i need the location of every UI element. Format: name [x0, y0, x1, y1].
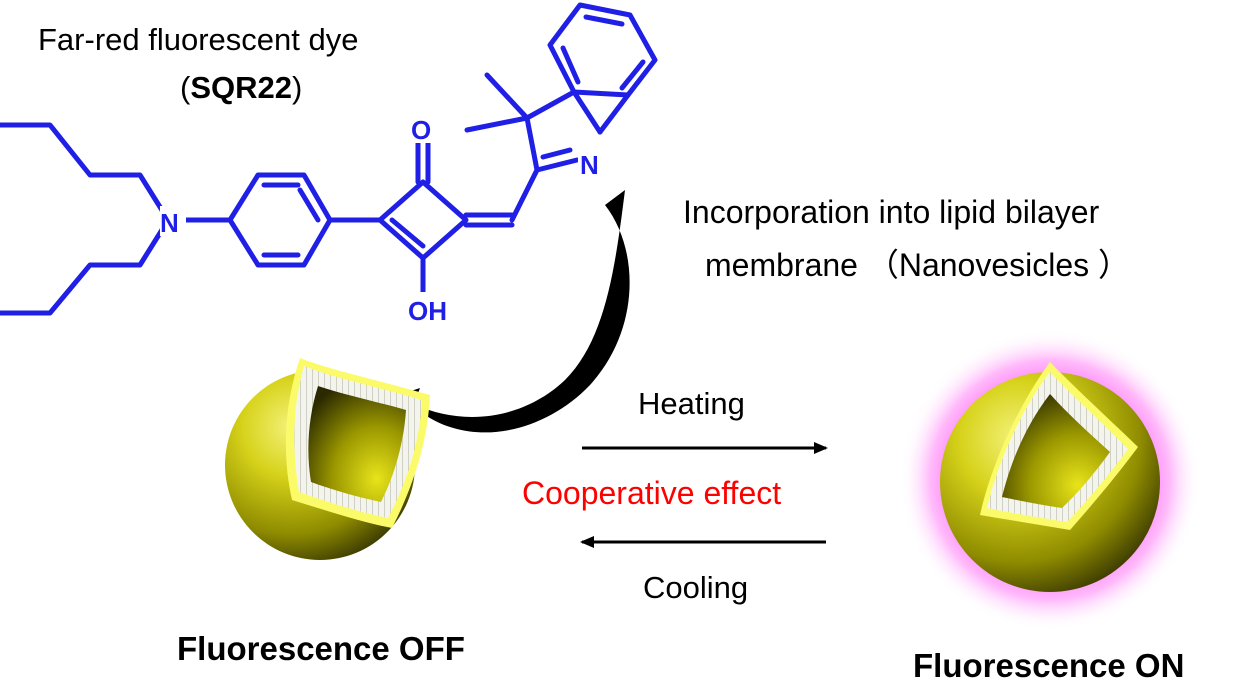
dye-structure [0, 2, 658, 316]
incorporation-label-line1: Incorporation into lipid bilayer [683, 194, 1100, 230]
methyl-2 [464, 115, 530, 133]
cooperative-effect-label: Cooperative effect [522, 475, 782, 511]
heating-label: Heating [638, 386, 745, 421]
vesicle-off [225, 358, 430, 560]
upper-butyl-chain [0, 122, 168, 218]
dye-code-label: (SQR22) [180, 70, 302, 106]
vesicle-off-core [308, 386, 406, 502]
fluorescence-off-label: Fluorescence OFF [177, 630, 465, 667]
squaraine-ring [377, 179, 469, 261]
indole-nitrogen-label: N [580, 150, 599, 180]
carbonyl-oxygen-label: O [411, 115, 431, 145]
methine-indole-bond [509, 167, 540, 223]
methyl-1 [484, 72, 530, 121]
dye-code: SQR22 [190, 70, 292, 105]
incorporation-label-line2: membrane （Nanovesicles ） [705, 247, 1131, 283]
phenyl-ring [227, 172, 333, 268]
dye-code-open: ( [180, 70, 191, 105]
fluorescence-on-label: Fluorescence ON [913, 647, 1185, 684]
amine-nitrogen-label: N [160, 208, 179, 238]
hydroxyl-label: OH [408, 296, 447, 326]
dye-name-label: Far-red fluorescent dye [38, 22, 359, 57]
vesicle-on-core [1002, 394, 1110, 508]
lower-butyl-chain [0, 222, 168, 316]
dye-code-close: ) [292, 70, 303, 105]
vesicle-on [900, 330, 1200, 630]
cooling-label: Cooling [643, 570, 749, 605]
